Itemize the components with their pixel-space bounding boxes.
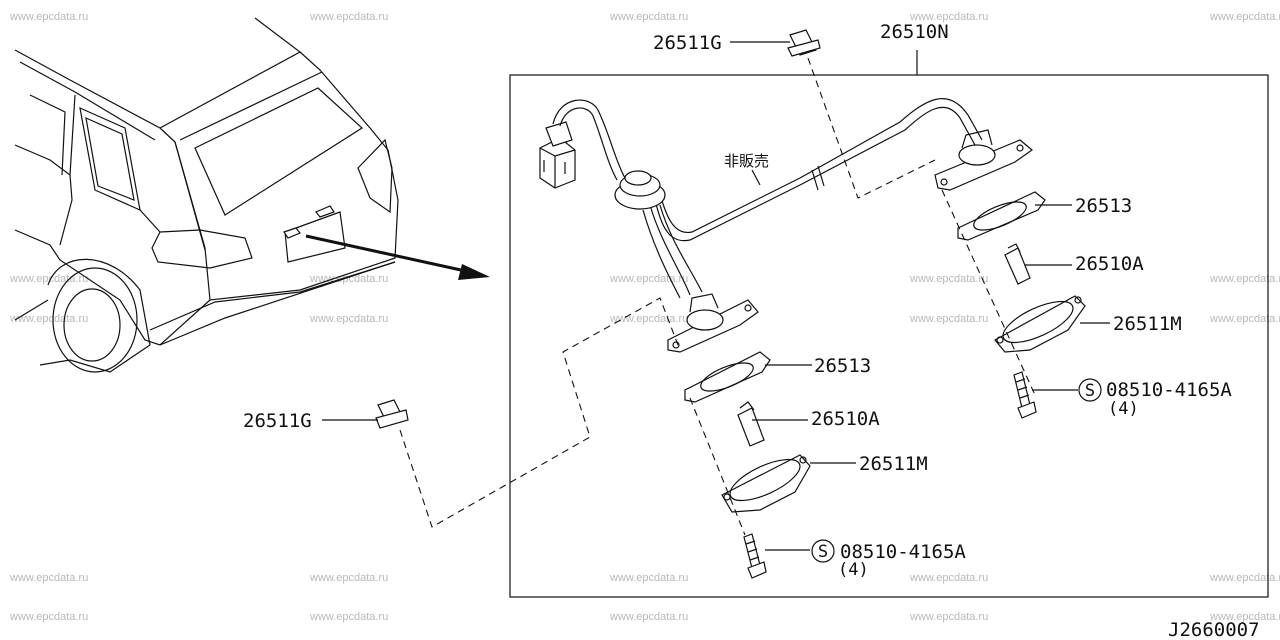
socket-left: [667, 293, 759, 353]
watermark-text: www.epcdata.ru: [1209, 611, 1280, 623]
s-symbol-left: S: [811, 539, 835, 563]
screw-left: [743, 533, 767, 579]
label-assembly: 26510N: [880, 21, 949, 43]
watermark-text: www.epcdata.ru: [9, 273, 88, 285]
label-screw-left: 08510-4165A: [840, 541, 966, 563]
watermark-text: www.epcdata.ru: [1209, 313, 1280, 325]
label-gasket-left: 26513: [814, 355, 871, 377]
wire-harness: [552, 98, 983, 299]
gasket-right: [957, 191, 1046, 241]
harness-grommet: [614, 170, 666, 210]
clip-left: [375, 399, 409, 429]
watermark-text: www.epcdata.ru: [909, 273, 988, 285]
label-lens-left: 26511M: [859, 453, 928, 475]
label-clip-left: 26511G: [243, 410, 312, 432]
detail-frame: [509, 74, 1269, 598]
socket-right: [934, 129, 1033, 191]
watermark-text: www.epcdata.ru: [909, 313, 988, 325]
watermark-text: www.epcdata.ru: [309, 611, 388, 623]
lens-left: [721, 454, 811, 513]
watermark-text: www.epcdata.ru: [909, 611, 988, 623]
label-bulb-right: 26510A: [1075, 253, 1144, 275]
s-symbol-right: S: [1078, 378, 1102, 402]
bulb-right: [1004, 243, 1031, 285]
watermark-text: www.epcdata.ru: [609, 572, 688, 584]
watermark-text: www.epcdata.ru: [9, 611, 88, 623]
watermark-text: www.epcdata.ru: [309, 572, 388, 584]
watermark-text: www.epcdata.ru: [609, 273, 688, 285]
label-screw-right-qty: (4): [1108, 399, 1139, 419]
watermark-text: www.epcdata.ru: [609, 611, 688, 623]
watermark-text: www.epcdata.ru: [309, 273, 388, 285]
watermark-text: www.epcdata.ru: [609, 313, 688, 325]
watermark-text: www.epcdata.ru: [309, 313, 388, 325]
label-not-for-sale: 非販売: [724, 152, 769, 170]
watermark-text: www.epcdata.ru: [1209, 572, 1280, 584]
pointer-arrow: [305, 234, 490, 280]
label-bulb-left: 26510A: [811, 408, 880, 430]
watermark-text: www.epcdata.ru: [609, 11, 688, 23]
bulb-left: [737, 401, 765, 447]
watermark-text: www.epcdata.ru: [1209, 11, 1280, 23]
svg-text:S: S: [818, 542, 828, 562]
vehicle-illustration: [14, 17, 399, 373]
watermark-text: www.epcdata.ru: [9, 313, 88, 325]
clip-top: [787, 29, 821, 57]
callout-leaders: [322, 41, 1110, 551]
watermark-text: www.epcdata.ru: [9, 572, 88, 584]
assembly-guides: [399, 57, 1036, 536]
gasket-left: [684, 351, 771, 403]
watermark-text: www.epcdata.ru: [9, 11, 88, 23]
screw-right: [1013, 371, 1037, 419]
watermark-layer: www.epcdata.ru www.epcdata.ru www.epcdata.…: [9, 11, 1280, 623]
watermark-text: www.epcdata.ru: [909, 11, 988, 23]
label-screw-right: 08510-4165A: [1106, 379, 1232, 401]
svg-text:S: S: [1085, 381, 1095, 401]
lens-right: [994, 295, 1086, 353]
label-clip-top: 26511G: [653, 32, 722, 54]
watermark-text: www.epcdata.ru: [309, 11, 388, 23]
label-lens-right: 26511M: [1113, 313, 1182, 335]
diagram-code: J2660007: [1168, 619, 1260, 640]
watermark-text: www.epcdata.ru: [1209, 273, 1280, 285]
label-screw-left-qty: (4): [838, 560, 869, 580]
harness-connector: [539, 121, 576, 189]
watermark-text: www.epcdata.ru: [909, 572, 988, 584]
label-gasket-right: 26513: [1075, 195, 1132, 217]
